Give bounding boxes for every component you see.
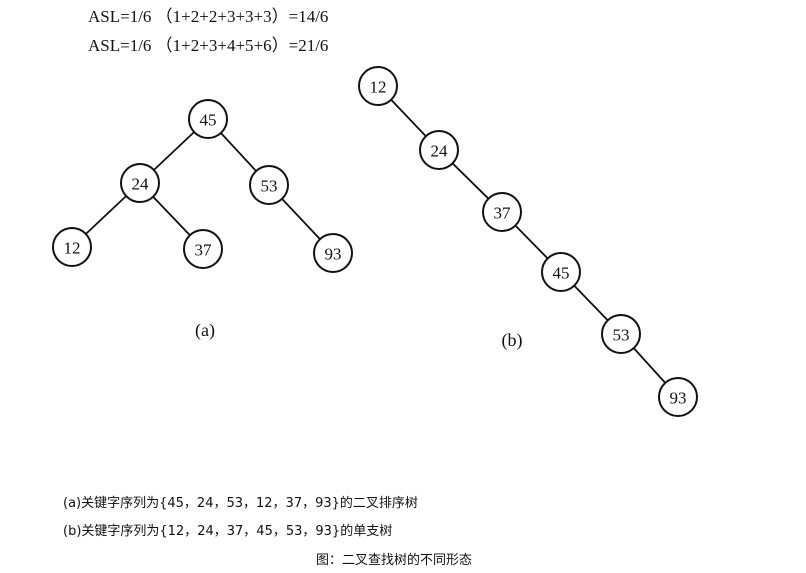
tree-a-node-45: 45 [188,99,228,139]
tree-b-node-label: 93 [670,389,687,408]
tree-b-edge-37-45 [514,224,549,260]
tree-b-node-circle [482,192,522,232]
tree-a-node-circle [52,227,92,267]
tree-a-node-circle [120,163,160,203]
tree-a-edge-45-24 [153,131,195,171]
figure-title: 图：二叉查找树的不同形态 [316,553,473,568]
tree-a: 45 24 53 12 37 93 [52,99,353,273]
tree-a-node-53: 53 [249,165,289,205]
asl-formula-a: ASL=1/6 （1+2+2+3+3+3）=14/6 [88,7,329,26]
tree-a-node-label: 93 [325,245,342,264]
tree-b-node-45: 45 [541,252,581,292]
tree-b-node-label: 53 [613,326,630,345]
tree-a-node-label: 37 [195,241,213,260]
tree-a-edge-53-93 [281,198,321,240]
tree-a-edge-24-37 [152,196,191,236]
tree-b-edge-53-93 [633,347,666,384]
tree-b-node-24: 24 [419,130,459,170]
tree-a-node-12: 12 [52,227,92,267]
tree-b-edge-24-37 [451,162,490,200]
tree-a-node-label: 45 [200,111,217,130]
tree-b-node-93: 93 [658,377,698,417]
tree-a-node-93: 93 [313,233,353,273]
tree-a-node-circle [183,229,223,269]
tree-a-label: (a) [195,320,215,341]
tree-b-node-53: 53 [601,314,641,354]
tree-b-node-circle [419,130,459,170]
tree-b-edge-45-53 [573,285,609,321]
tree-a-node-circle [188,99,228,139]
tree-a-node-37: 37 [183,229,223,269]
tree-b-node-circle [601,314,641,354]
tree-a-node-label: 53 [261,177,278,196]
tree-b: 12 24 37 45 53 93 [358,66,698,417]
tree-b-node-label: 37 [494,204,512,223]
tree-b-node-label: 12 [370,78,387,97]
tree-b-node-circle [541,252,581,292]
tree-b-node-12: 12 [358,66,398,106]
tree-a-node-circle [313,233,353,273]
tree-b-node-label: 45 [553,264,570,283]
tree-b-node-circle [658,377,698,417]
tree-b-node-circle [358,66,398,106]
tree-a-node-24: 24 [120,163,160,203]
tree-b-node-37: 37 [482,192,522,232]
tree-b-edge-12-24 [390,99,427,137]
tree-b-node-label: 24 [431,142,449,161]
tree-a-node-circle [249,165,289,205]
tree-b-label: (b) [502,330,523,351]
caption-b: (b)关键字序列为{12，24，37，45，53，93}的单支树 [63,524,393,539]
tree-a-node-label: 24 [132,175,150,194]
tree-a-edge-24-12 [85,195,127,235]
tree-a-node-label: 12 [64,239,81,258]
caption-a: (a)关键字序列为{45，24，53，12，37，93}的二叉排序树 [63,496,418,511]
tree-a-edge-45-53 [220,132,257,172]
asl-formula-b: ASL=1/6 （1+2+3+4+5+6）=21/6 [88,36,329,55]
